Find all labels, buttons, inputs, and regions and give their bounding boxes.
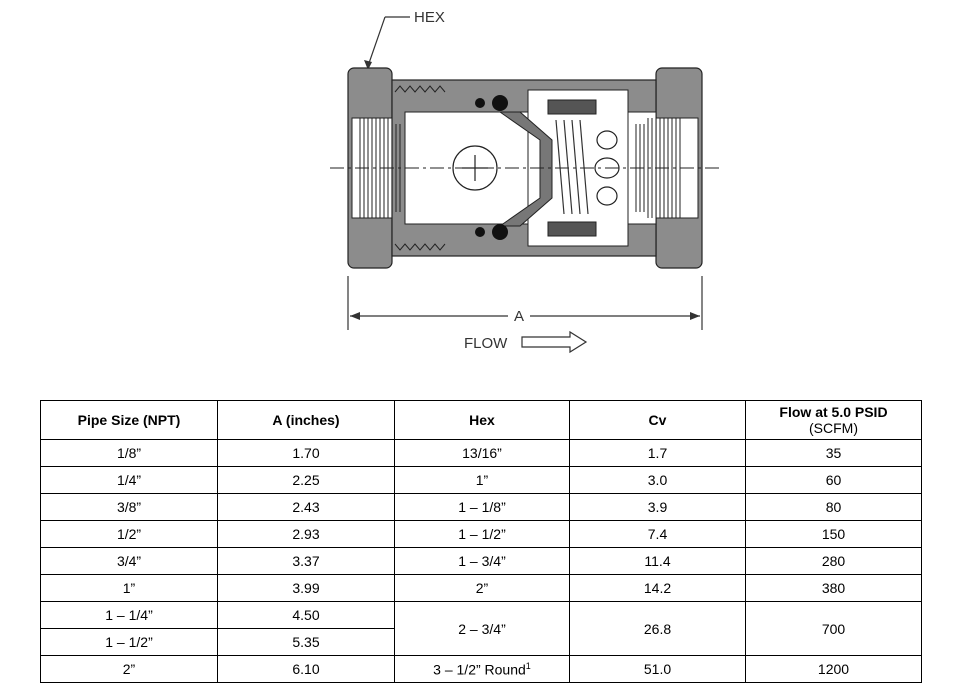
- dimension-a-label: A: [514, 308, 524, 325]
- cell-flow: 1200: [745, 655, 922, 683]
- flow-arrow-icon: [521, 330, 588, 354]
- hex-leader-diagonal: [367, 16, 386, 67]
- cell-pipe: 2”: [40, 655, 218, 683]
- header-flow-unit: (SCFM): [809, 420, 858, 436]
- cell-pipe: 1/4”: [40, 466, 218, 494]
- cell-hex-text: 3 – 1/2” Round: [433, 661, 526, 678]
- hex-label: HEX: [414, 9, 445, 26]
- cell-hex: 1 – 1/2”: [394, 520, 570, 548]
- cell-pipe: 1”: [40, 574, 218, 602]
- header-pipe-size: Pipe Size (NPT): [40, 400, 218, 440]
- cell-cv: 51.0: [569, 655, 746, 683]
- cell-flow: 35: [745, 439, 922, 467]
- cell-flow: 60: [745, 466, 922, 494]
- footnote-marker: 1: [525, 660, 531, 671]
- cell-flow: 280: [745, 547, 922, 575]
- cell-pipe: 3/8”: [40, 493, 218, 521]
- header-flow: Flow at 5.0 PSID(SCFM): [745, 400, 922, 440]
- cell-a: 2.43: [217, 493, 395, 521]
- cell-hex: 2”: [394, 574, 570, 602]
- cell-flow-merged: 700: [745, 601, 922, 656]
- cell-cv: 11.4: [569, 547, 746, 575]
- table-row: 2” 6.10 3 – 1/2” Round1 51.0 1200: [40, 655, 922, 683]
- header-hex: Hex: [394, 400, 570, 440]
- table-row: 3/4” 3.37 1 – 3/4” 11.4 280: [40, 547, 922, 575]
- body-threads: [394, 85, 446, 251]
- table-row: 1” 3.99 2” 14.2 380: [40, 574, 922, 602]
- cell-cv: 14.2: [569, 574, 746, 602]
- cell-cv: 3.0: [569, 466, 746, 494]
- cell-cv: 1.7: [569, 439, 746, 467]
- o-rings: [475, 95, 508, 240]
- header-a-inches: A (inches): [217, 400, 395, 440]
- cell-flow: 80: [745, 493, 922, 521]
- cell-pipe: 1/2”: [40, 520, 218, 548]
- cell-flow: 380: [745, 574, 922, 602]
- poppet-assembly: [452, 111, 553, 227]
- flow-label: FLOW: [464, 335, 508, 352]
- cell-hex: 1 – 3/4”: [394, 547, 570, 575]
- cell-flow: 150: [745, 520, 922, 548]
- check-valve-cross-section-drawing: HEX: [330, 9, 722, 354]
- cell-cv: 3.9: [569, 493, 746, 521]
- cell-a: 3.99: [217, 574, 395, 602]
- table-row: 1 – 1/2” 5.35: [40, 628, 922, 656]
- spring: [555, 119, 589, 215]
- cell-pipe: 1 – 1/2”: [40, 628, 218, 656]
- cell-a: 4.50: [217, 601, 395, 629]
- cell-a: 1.70: [217, 439, 395, 467]
- specification-table: Pipe Size (NPT) A (inches) Hex Cv Flow a…: [40, 400, 922, 683]
- cell-pipe: 3/4”: [40, 547, 218, 575]
- cell-hex: 3 – 1/2” Round1: [394, 655, 570, 683]
- cell-cv-merged: 26.8: [569, 601, 746, 656]
- cell-a: 5.35: [217, 628, 395, 656]
- table-row: 1/8” 1.70 13/16” 1.7 35: [40, 439, 922, 467]
- cell-pipe: 1 – 1/4”: [40, 601, 218, 629]
- cell-hex-merged: 2 – 3/4”: [394, 601, 570, 656]
- header-flow-main: Flow at 5.0 PSID: [779, 404, 888, 420]
- cell-hex: 1”: [394, 466, 570, 494]
- header-cv: Cv: [569, 400, 746, 440]
- cell-cv: 7.4: [569, 520, 746, 548]
- cell-a: 3.37: [217, 547, 395, 575]
- table-row: 1/4” 2.25 1” 3.0 60: [40, 466, 922, 494]
- table-row: 3/8” 2.43 1 – 1/8” 3.9 80: [40, 493, 922, 521]
- cell-a: 2.25: [217, 466, 395, 494]
- cell-a: 2.93: [217, 520, 395, 548]
- hex-leader-arrowhead: [364, 60, 372, 70]
- cell-pipe: 1/8”: [40, 439, 218, 467]
- cell-a: 6.10: [217, 655, 395, 683]
- cell-hex: 13/16”: [394, 439, 570, 467]
- cell-hex: 1 – 1/8”: [394, 493, 570, 521]
- dimension-a: [347, 276, 703, 330]
- table-row: 1/2” 2.93 1 – 1/2” 7.4 150: [40, 520, 922, 548]
- table-row: 1 – 1/4” 4.50 2 – 3/4” 26.8 700: [40, 601, 922, 656]
- table-header-row: Pipe Size (NPT) A (inches) Hex Cv Flow a…: [40, 400, 922, 440]
